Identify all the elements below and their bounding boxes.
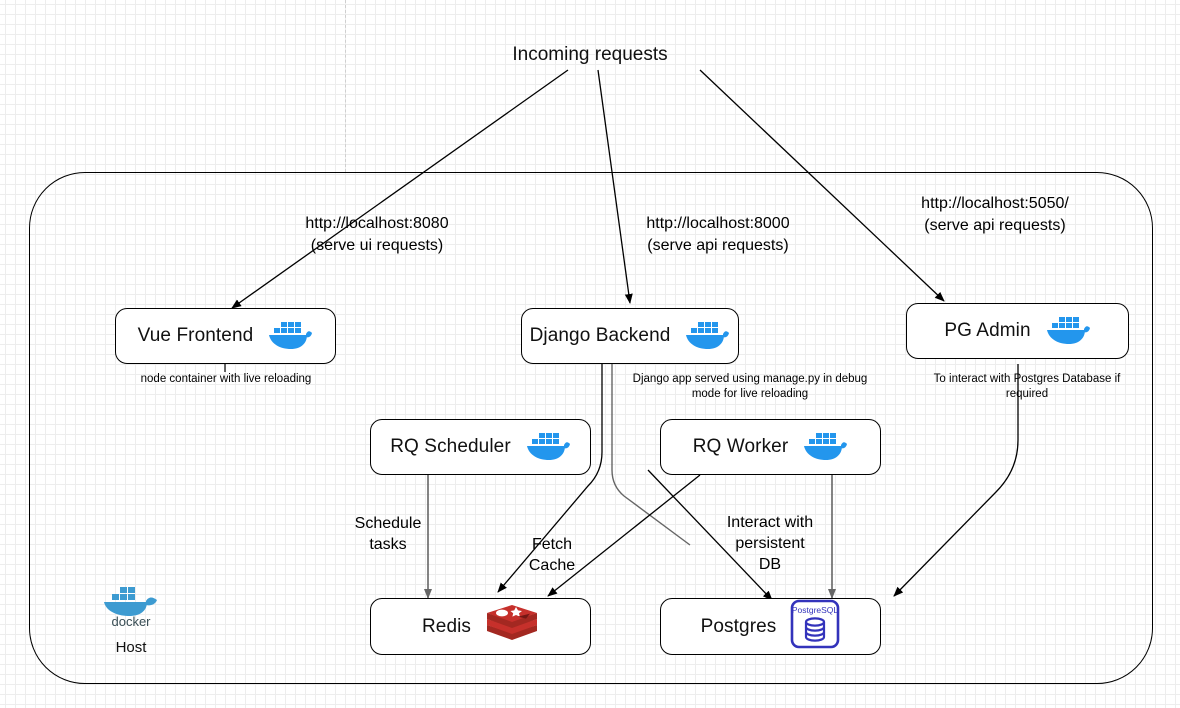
docker-whale-icon [802,428,848,467]
node-label-postgres: Postgres [700,615,777,637]
redis-logo-icon [485,603,539,650]
node-label-django-backend: Django Backend [529,325,671,346]
url-label-ui: http://localhost:8080 (serve ui requests) [266,213,488,257]
caption-pg-admin: To interact with Postgres Database if re… [933,373,1121,400]
node-label-rq-scheduler: RQ Scheduler [390,436,511,457]
url-text-ui: http://localhost:8080 [305,215,449,232]
docker-whale-icon [1045,312,1091,351]
url-note-pgadmin: (serve api requests) [924,217,1066,234]
node-redis[interactable]: Redis [370,598,591,655]
docker-whale-icon [525,428,571,467]
host-label: Host [115,639,147,656]
diagram-title: Incoming requests [512,44,668,65]
docker-logo-icon: docker [101,587,161,632]
docker-whale-icon [267,317,313,356]
svg-text:PostgreSQL: PostgreSQL [792,605,839,615]
url-note-api: (serve api requests) [647,237,789,254]
postgresql-logo-icon: PostgreSQL [790,599,840,654]
node-vue-frontend[interactable]: Vue Frontend [115,308,336,364]
host-marker: docker Host [92,584,170,656]
svg-text:docker: docker [111,614,151,628]
edge-label-persistent-db: Interact with persistent DB [726,514,814,573]
caption-vue-frontend: node container with live reloading [140,373,312,385]
url-text-pgadmin: http://localhost:5050/ [921,195,1069,212]
url-text-api: http://localhost:8000 [646,215,790,232]
node-rq-worker[interactable]: RQ Worker [660,419,881,475]
url-note-ui: (serve ui requests) [310,237,444,254]
url-label-pgadmin: http://localhost:5050/ (serve api request… [884,193,1106,237]
vertical-guide-line [345,0,346,172]
edge-label-fetch-cache: Fetch Cache [528,536,576,574]
node-pg-admin[interactable]: PG Admin [906,303,1129,359]
node-label-vue-frontend: Vue Frontend [137,325,254,346]
edge-label-schedule-tasks: Schedule tasks [354,515,422,553]
node-django-backend[interactable]: Django Backend [521,308,739,364]
docker-whale-icon [684,317,730,356]
node-label-rq-worker: RQ Worker [692,436,789,457]
node-rq-scheduler[interactable]: RQ Scheduler [370,419,591,475]
node-label-redis: Redis [421,615,472,637]
node-postgres[interactable]: Postgres PostgreSQL [660,598,881,655]
caption-django-backend: Django app served using manage.py in deb… [632,373,868,400]
docker-host-container [29,172,1153,684]
node-label-pg-admin: PG Admin [944,320,1031,341]
url-label-api: http://localhost:8000 (serve api requests… [607,213,829,257]
